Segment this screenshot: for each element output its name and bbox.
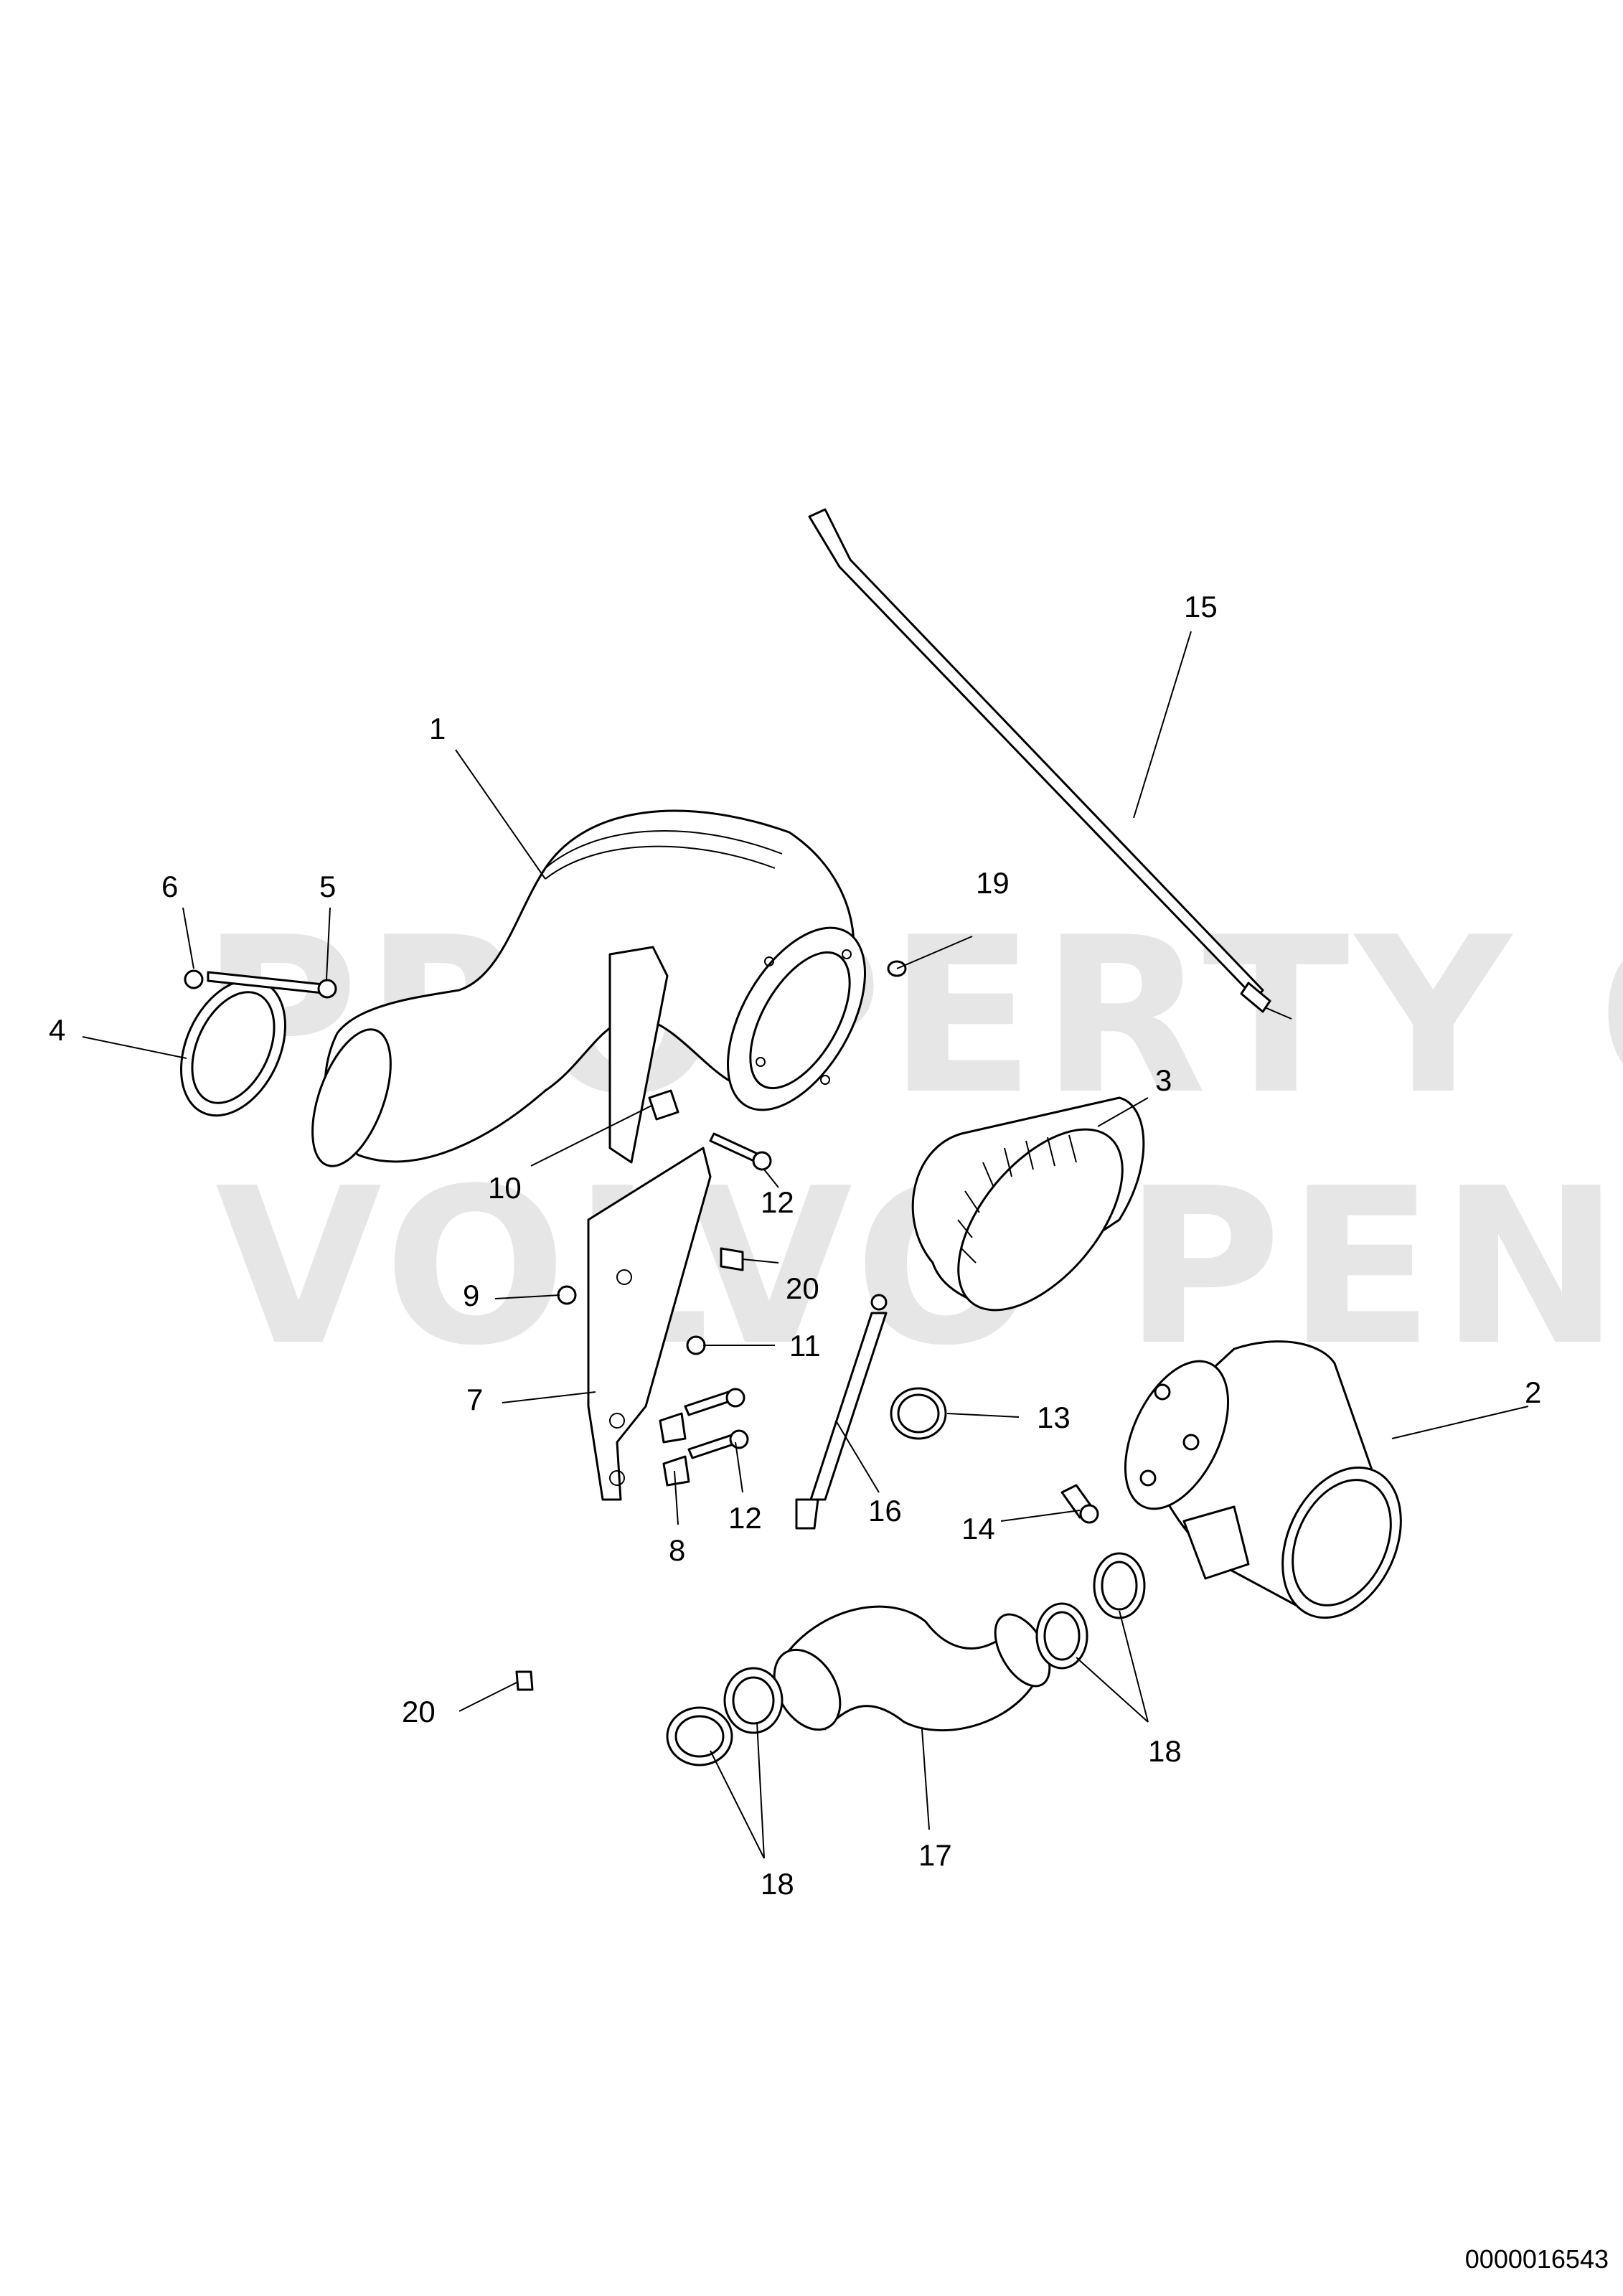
callout-5: 5 [319, 870, 336, 903]
callout-12-lower: 12 [728, 1501, 762, 1535]
callout-2: 2 [1525, 1375, 1541, 1409]
callout-3: 3 [1155, 1063, 1172, 1097]
part-15-sensor-cable [808, 508, 1292, 1020]
callout-7: 7 [466, 1383, 483, 1416]
part-20-clip-lower [515, 1670, 534, 1691]
leader-lines [82, 631, 1529, 1859]
part-10-spacer [648, 1089, 679, 1121]
callout-17: 17 [918, 1838, 952, 1872]
part-18-hose-clamps [666, 1552, 1146, 1766]
callout-20-upper: 20 [786, 1271, 819, 1305]
callout-11: 11 [789, 1329, 821, 1363]
part-14-bolt [1060, 1484, 1099, 1524]
callout-8: 8 [669, 1533, 685, 1567]
part-8-spacers [659, 1412, 690, 1487]
part-11-bolt [686, 1335, 706, 1355]
part-2-silencer [1124, 1340, 1402, 1619]
callout-12-upper: 12 [761, 1185, 794, 1219]
callout-labels: 1 2 3 4 5 6 7 8 9 10 11 12 12 13 14 15 1… [49, 590, 1541, 1901]
callout-18-left: 18 [761, 1867, 794, 1901]
callout-19: 19 [976, 866, 1010, 900]
callout-1: 1 [429, 712, 446, 745]
part-7-bracket [587, 1147, 712, 1501]
callout-14: 14 [961, 1512, 995, 1545]
callout-9: 9 [463, 1279, 479, 1312]
callout-15: 15 [1184, 590, 1218, 624]
part-9-washer [557, 1285, 577, 1305]
part-5-bolt [207, 971, 337, 999]
part-1-exhaust-elbow [311, 809, 866, 1167]
callout-16: 16 [868, 1494, 902, 1528]
part-6-nut [184, 969, 204, 989]
part-12-bolts [684, 1132, 772, 1459]
callout-18-right: 18 [1148, 1734, 1182, 1768]
part-17-hose [773, 1605, 1051, 1732]
part-20-clip-upper [720, 1247, 744, 1271]
part-3-heat-shield [911, 1096, 1145, 1312]
part-16-sensor [795, 1294, 888, 1530]
callout-4: 4 [49, 1013, 65, 1047]
part-13-clamp [890, 1387, 947, 1440]
callout-6: 6 [161, 870, 178, 903]
callout-13: 13 [1037, 1401, 1071, 1434]
document-number: 0000016543 [1464, 2244, 1609, 2274]
callout-10: 10 [488, 1171, 522, 1205]
callout-20-lower: 20 [402, 1695, 436, 1728]
